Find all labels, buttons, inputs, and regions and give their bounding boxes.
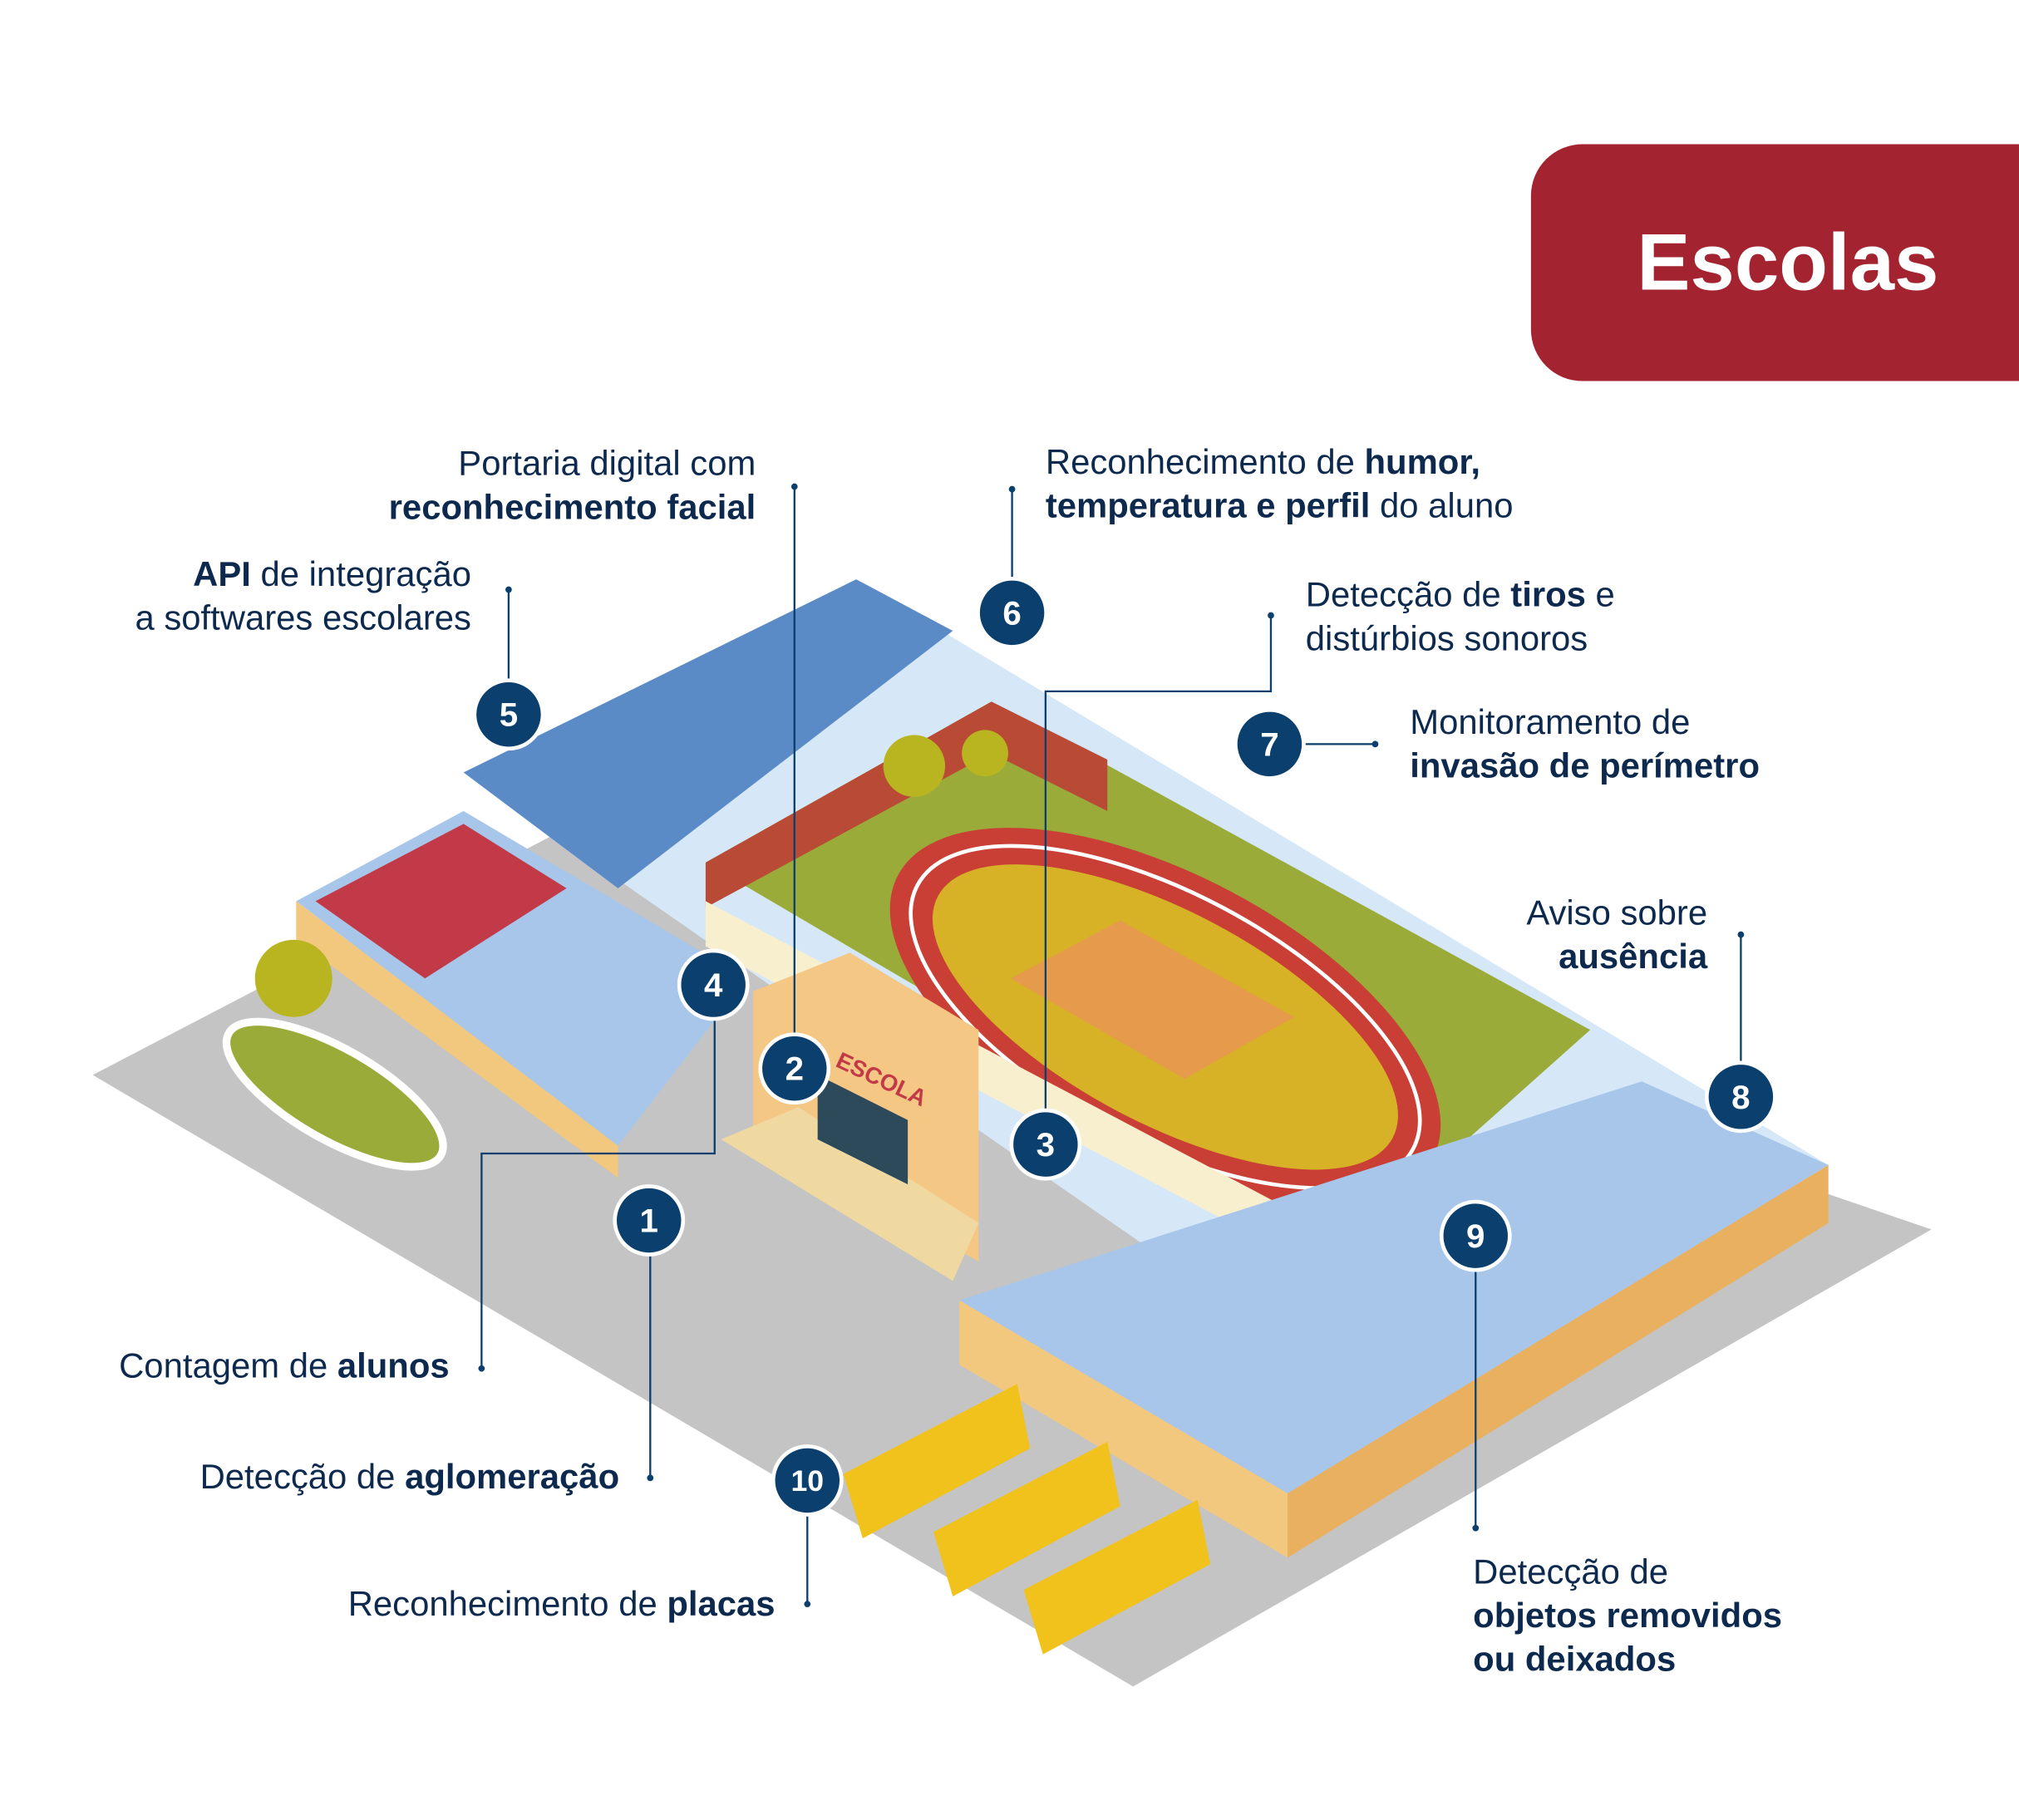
marker-7: 7 [1234,708,1306,780]
marker-10: 10 [771,1444,844,1517]
garden [222,1017,447,1171]
label-contagem: Contagem de alunos [119,1346,450,1385]
entrance-door [817,1075,909,1185]
title: Escolas [1637,218,1939,307]
marker-2: 2 [758,1032,831,1105]
leader-lines [480,486,1742,1605]
marker-8: 8 [1705,1060,1777,1134]
basketball-court [1011,920,1294,1080]
red-room [315,824,567,979]
label-humor: Reconhecimento de humor, temperatura e p… [1045,442,1514,526]
tree [962,730,1008,777]
tree [883,735,946,797]
marker-3: 3 [1009,1108,1082,1181]
right-building-base [959,1300,1288,1558]
marker-6: 6 [976,576,1048,649]
label-tiros: Detecção de tiros e distúrbios sonoros [1305,575,1615,658]
top-building-floor [463,579,953,888]
right-building-base-side [1288,1164,1829,1558]
tree [254,939,332,1017]
label-placas: Reconhecimento de placas [347,1584,776,1624]
entrance-stairs [721,1107,979,1281]
leader-dots [478,483,1745,1608]
right-building-floor [959,1081,1829,1493]
marker-5: 5 [472,678,545,751]
title-banner: Escolas [1530,144,2019,381]
marker-9: 9 [1439,1199,1512,1272]
left-building-base [296,901,618,1178]
marker-4: 4 [677,948,750,1021]
marker-1: 1 [613,1184,686,1257]
label-aglomeracao: Detecção de aglomeração [199,1457,620,1497]
school-buses [843,1384,1211,1655]
